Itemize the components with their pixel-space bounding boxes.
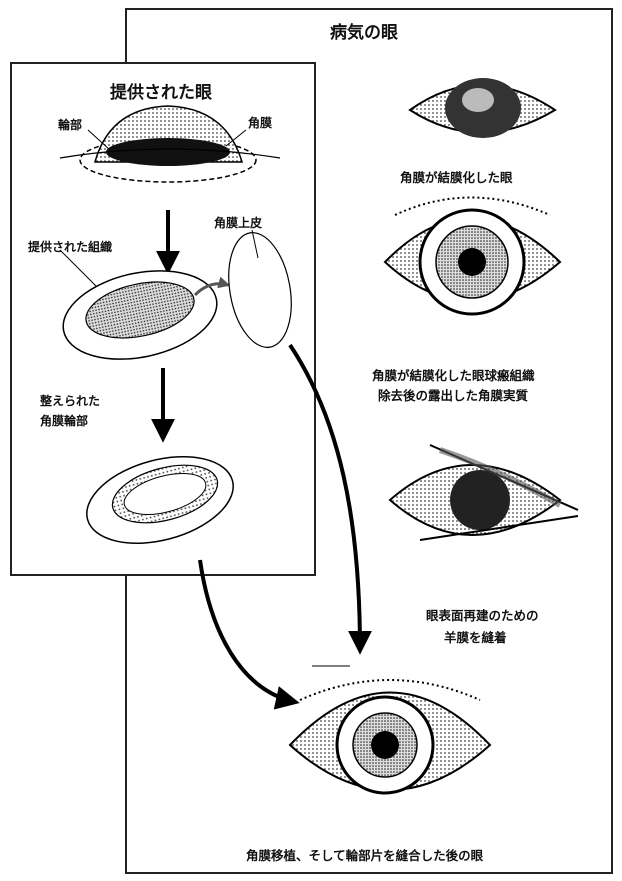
right-panel-title: 病気の眼 [330,18,398,43]
corneal-epithelium-shape [220,228,299,353]
eye-amniotic-membrane [390,445,578,540]
donor-tissue-disc [55,250,225,372]
cornea-label: 角膜 [248,114,272,131]
trimmed-limbal-ring [77,442,243,558]
donor-tissue-label: 提供された組織 [28,238,112,255]
trimmed-label-line2: 角膜輪部 [40,412,88,429]
graft-arrow-icon [290,345,360,650]
left-panel-title: 提供された眼 [110,78,212,103]
caption-amnion-line1: 眼表面再建のための [426,606,539,626]
caption-amnion-line2: 羊膜を縫着 [444,628,507,648]
eye-after-transplant [290,666,490,793]
eye-conjunctivalized [410,78,555,138]
caption-conjunctivalized: 角膜が結膜化した眼 [400,168,513,188]
corneal-epithelium-label: 角膜上皮 [214,214,262,231]
donor-eye-cap [60,106,280,182]
caption-scar-line1: 角膜が結膜化した眼球瘢組織 [372,366,535,386]
caption-final: 角膜移植、そして輪部片を縫合した後の眼 [246,846,483,866]
caption-scar-line2: 除去後の露出した角膜実質 [378,386,528,406]
trimmed-label-line1: 整えられた [40,392,100,409]
limbus-label: 輪部 [58,116,82,133]
graft-arrow-icon [200,560,295,702]
eye-scar-removed [385,198,560,315]
